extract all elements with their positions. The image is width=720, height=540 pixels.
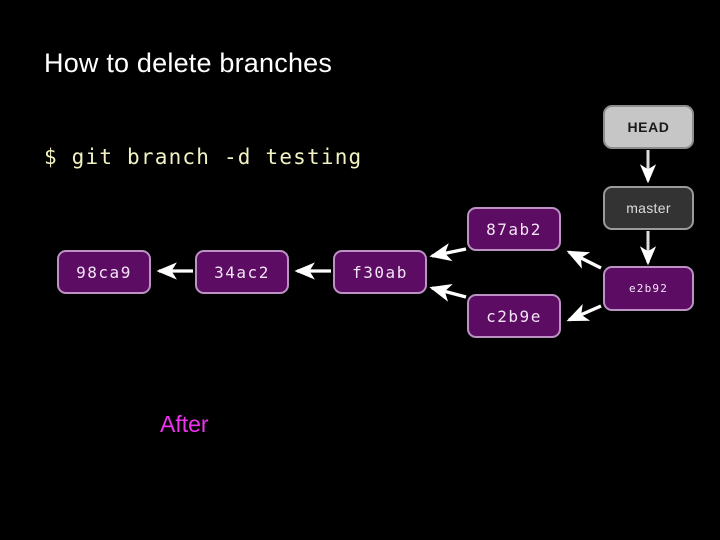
terminal-command-line: $ git branch -d testing [44, 145, 363, 169]
ref-label: HEAD [627, 119, 670, 135]
commit-node-e2b92[interactable]: e2b92 [603, 266, 694, 311]
commit-node-98ca9[interactable]: 98ca9 [57, 250, 151, 294]
commit-node-f30ab[interactable]: f30ab [333, 250, 427, 294]
edge-c2b9e-to-f30ab [429, 283, 467, 302]
edge-e2b92-to-c2b9e [566, 303, 602, 322]
commit-label: 34ac2 [214, 262, 270, 282]
page-title: How to delete branches [44, 48, 333, 78]
ref-label: master [626, 200, 671, 216]
commit-label: 98ca9 [76, 262, 132, 282]
commit-label: 87ab2 [486, 219, 542, 239]
commit-label: f30ab [352, 262, 408, 282]
commit-node-34ac2[interactable]: 34ac2 [195, 250, 289, 294]
commit-node-87ab2[interactable]: 87ab2 [467, 207, 561, 251]
commit-label: e2b92 [628, 282, 669, 295]
edge-e2b92-to-87ab2 [566, 250, 602, 270]
after-caption: After [160, 411, 209, 437]
ref-node-head[interactable]: HEAD [603, 105, 694, 149]
commit-label: c2b9e [486, 306, 542, 326]
commit-node-c2b9e[interactable]: c2b9e [467, 294, 561, 338]
edge-87ab2-to-f30ab [429, 243, 467, 262]
ref-node-master[interactable]: master [603, 186, 694, 230]
